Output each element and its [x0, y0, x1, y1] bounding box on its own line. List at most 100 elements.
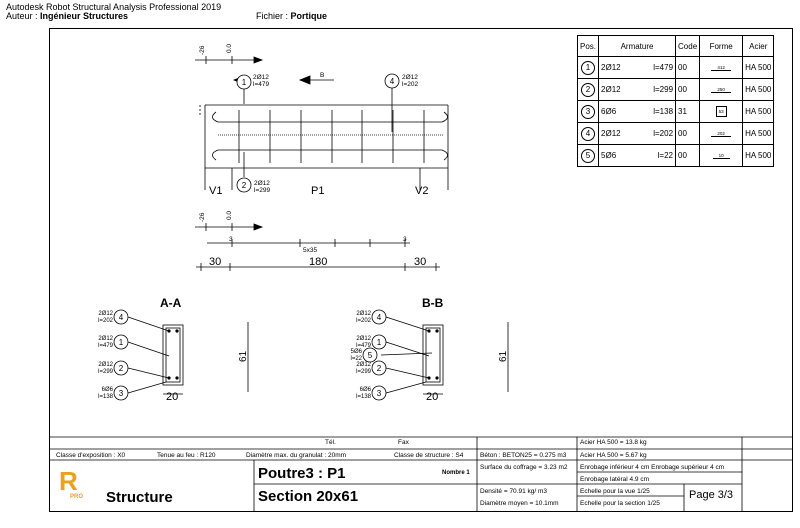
col-pos: Pos. [576, 35, 600, 57]
bb-bubble-4: 2 [377, 364, 382, 373]
tb-page: Page 3/3 [689, 489, 734, 501]
aa-len-2: l=479 [98, 343, 114, 349]
row-shape-value: 412 [711, 65, 731, 71]
aa-bubble-1: 4 [119, 313, 124, 322]
tb-module: Structure [106, 489, 173, 506]
tb-count: Nombre 1 [442, 470, 470, 476]
row-bar: 2Ø12 [601, 85, 621, 94]
robot-logo-pro: PRO [70, 494, 84, 500]
row-len: l=479 [653, 63, 674, 72]
bb-len-3: l=22 [350, 356, 362, 362]
bubble-pos4: 4 [390, 77, 395, 86]
tick-right: 3 [403, 236, 407, 243]
aa-len-1: l=202 [98, 318, 114, 324]
row-pos: 5 [581, 148, 595, 163]
tb-exposure: Classe d'exposition : X0 [56, 452, 126, 459]
dim-m26-top: -26 [199, 45, 206, 55]
app-title: Autodesk Robot Structural Analysis Profe… [6, 2, 222, 12]
row-shape-value: 202 [711, 131, 731, 137]
row-bar: 5Ø6 [601, 151, 617, 160]
tb-formwork: Surface du coffrage = 3.23 m2 [480, 464, 568, 471]
bb-label-5: 6Ø6 [360, 387, 372, 393]
aa-label-2: 2Ø12 [98, 336, 113, 342]
bb-len-4: l=299 [356, 369, 372, 375]
dim-mid: 180 [309, 256, 327, 268]
dim-00-bottom: 0.0 [226, 211, 233, 220]
bar4-label: 2Ø12 [402, 74, 418, 81]
bb-label-2: 2Ø12 [356, 336, 371, 342]
stirrup-spacing: 5x35 [303, 247, 317, 254]
aa-label-1: 2Ø12 [98, 311, 113, 317]
span-p1: P1 [311, 185, 324, 197]
row-len: l=22 [657, 151, 674, 160]
section-bb-outline [422, 324, 444, 386]
tick-left: 3 [229, 236, 233, 243]
section-bb-title: B-B [422, 296, 444, 310]
row-shape-value: 250 [711, 87, 731, 93]
robot-logo: R PRO [57, 467, 85, 503]
row-pos: 3 [581, 104, 595, 119]
aa-bubble-2: 1 [119, 338, 124, 347]
bb-bubble-1: 4 [377, 313, 382, 322]
file-value: Portique [290, 11, 328, 21]
section-aa-outline [162, 324, 184, 386]
bar4-len: l=202 [402, 81, 418, 88]
row-shape-value: 53 [715, 106, 727, 117]
bb-len-2: l=479 [356, 343, 372, 349]
support-v2: V2 [415, 185, 428, 197]
rebar-top [212, 111, 448, 123]
bb-bubble-3: 5 [368, 351, 373, 360]
bb-label-3: 5Ø6 [351, 349, 363, 355]
file-label: Fichier : [256, 11, 289, 21]
titleblock: Tél. Fax Classe d'exposition : X0 Tenue … [50, 437, 792, 511]
bubble-pos2: 2 [242, 181, 247, 190]
tb-cover-side: Enrobage latéral 4.9 cm [580, 476, 650, 483]
dim-left: 30 [209, 256, 221, 268]
tb-mean-diameter: Diamètre moyen = 10.1mm [480, 500, 559, 507]
tb-structure-class: Classe de structure : S4 [394, 452, 464, 459]
section-aa-title: A-A [160, 296, 182, 310]
bb-label-4: 2Ø12 [356, 362, 371, 368]
row-bar: 2Ø12 [601, 129, 621, 138]
row-len: l=202 [653, 129, 674, 138]
aa-width: 20 [166, 391, 178, 403]
row-pos: 4 [581, 126, 595, 141]
bar1-label: 2Ø12 [253, 74, 269, 81]
aa-len-3: l=299 [98, 369, 114, 375]
bb-bubble-5: 3 [377, 389, 382, 398]
dim-m26-bottom: -26 [199, 212, 206, 222]
row-pos: 1 [581, 60, 595, 75]
bb-bubble-2: 1 [377, 338, 382, 347]
tb-tel: Tél. [325, 439, 336, 446]
tb-steel-1: Acier HA 500 = 13.8 kg [580, 439, 647, 446]
tb-aggregate: Diamètre max. du granulat : 20mm [246, 452, 347, 459]
aa-bubble-4: 3 [119, 389, 124, 398]
tb-fire: Tenue au feu : R120 [157, 452, 216, 459]
tb-cover-lower-upper: Enrobage inférieur 4 cm Enrobage supérie… [580, 464, 725, 471]
aa-bubble-3: 2 [119, 364, 124, 373]
author-label: Auteur : [6, 11, 38, 21]
tb-section: Section 20x61 [258, 488, 359, 505]
row-steel: HA 500 [742, 144, 775, 167]
bb-len-5: l=138 [356, 394, 372, 400]
tb-concrete: Béton : BETON25 = 0.275 m3 [480, 452, 567, 459]
author-value: Ingénieur Structures [40, 11, 129, 21]
aa-len-4: l=138 [98, 394, 114, 400]
aa-label-3: 2Ø12 [98, 362, 113, 368]
tb-steel-2: Acier HA 500 = 5.67 kg [580, 452, 647, 459]
row-shape-value: 10 [712, 153, 730, 159]
section-marker-b: B [320, 72, 324, 79]
bb-width: 20 [426, 391, 438, 403]
bb-len-1: l=202 [356, 318, 372, 324]
row-pos: 2 [581, 82, 595, 97]
bb-height: 61 [498, 350, 509, 362]
tb-fax: Fax [398, 439, 409, 446]
tb-scale-view: Echelle pour la vue 1/25 [580, 488, 650, 495]
